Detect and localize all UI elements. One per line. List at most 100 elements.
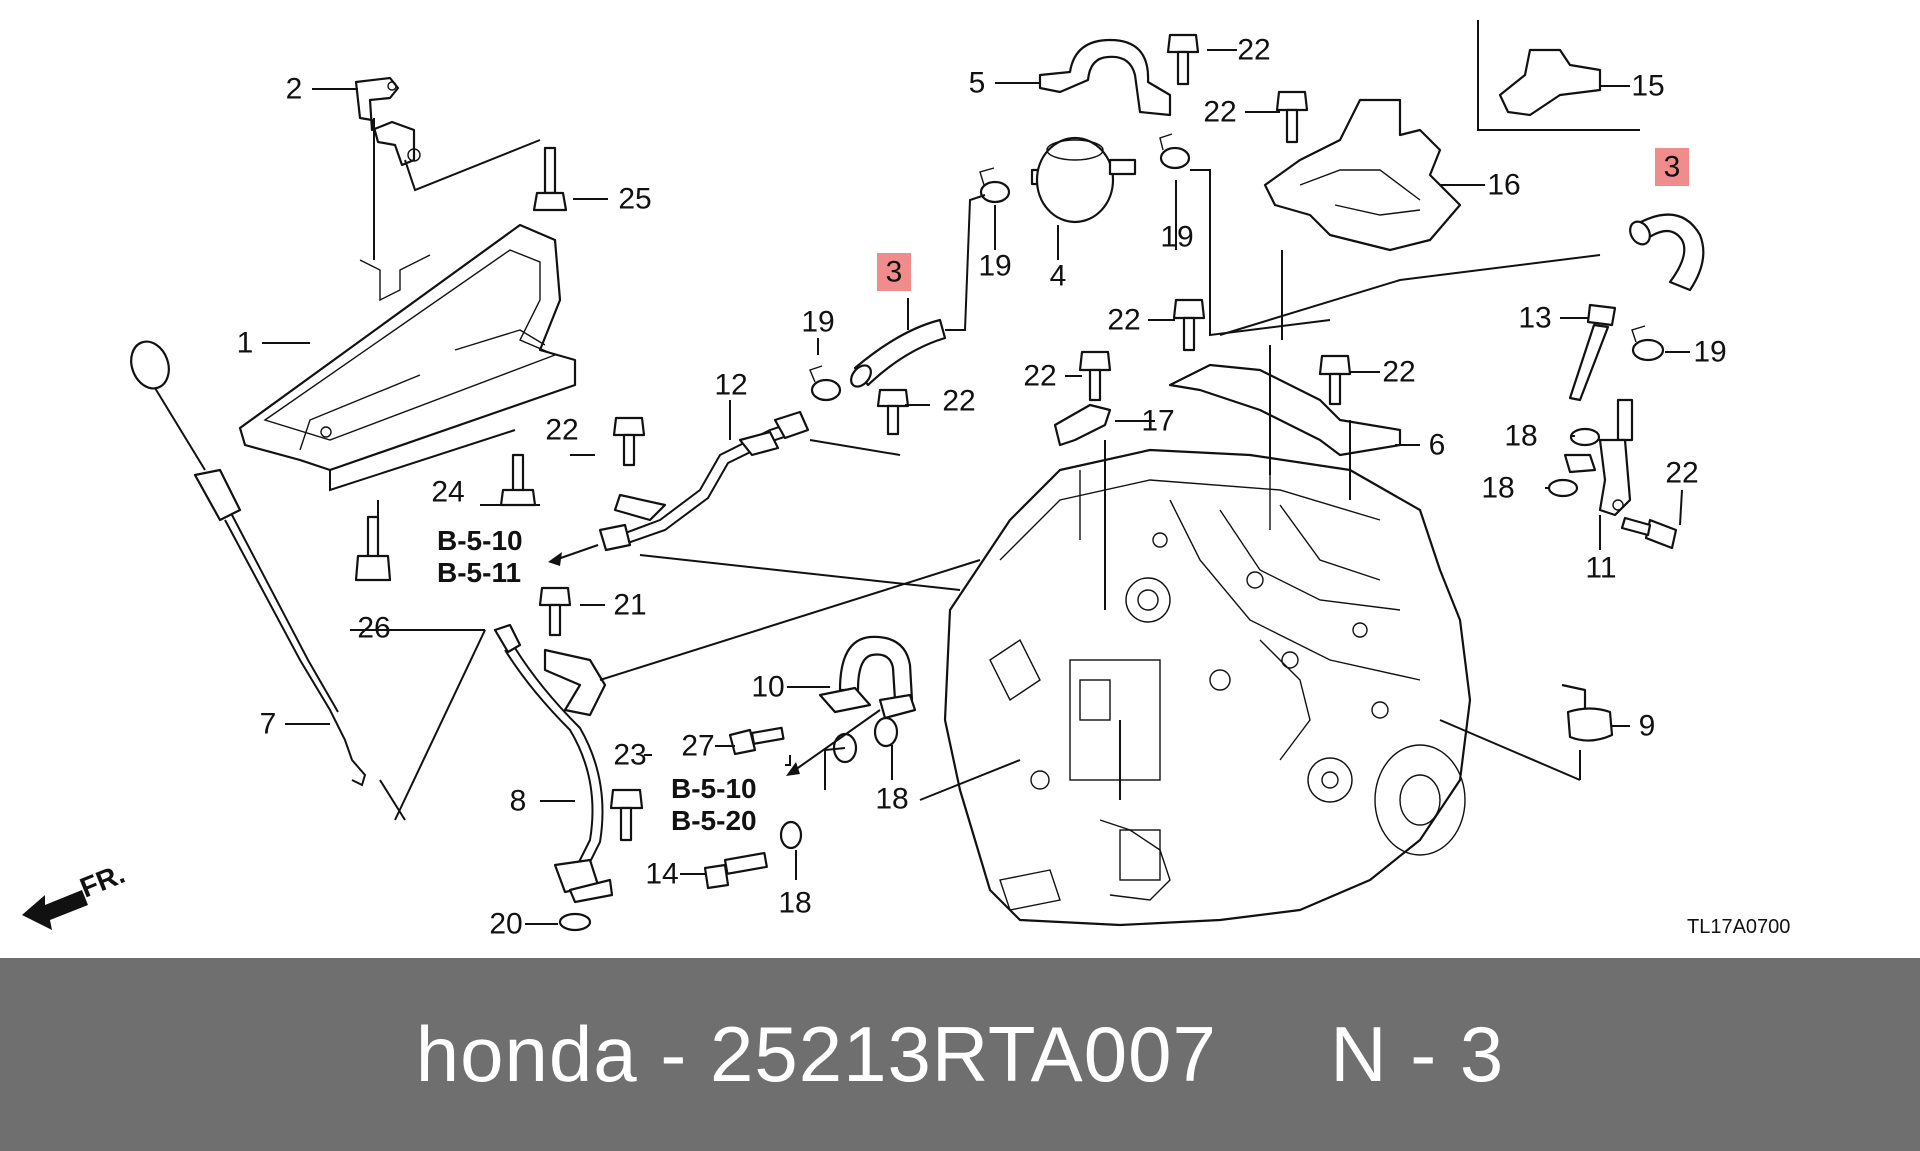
callout-c3b: 3 <box>1664 151 1681 184</box>
drawing-code: TL17A0700 <box>1687 916 1790 938</box>
part-11-bracket-drawing <box>1598 398 1634 517</box>
callout-c19b: 19 <box>978 250 1011 283</box>
callout-c19c: 19 <box>1160 221 1193 254</box>
part-22h-bolt-drawing <box>1620 516 1678 550</box>
callout-c14: 14 <box>645 858 678 891</box>
part-3a-hose-drawing <box>850 318 947 388</box>
part-8-tube-drawing <box>493 623 614 904</box>
callout-c2: 2 <box>286 73 303 106</box>
callout-c19d: 19 <box>1693 336 1726 369</box>
callout-c18a: 18 <box>875 783 908 816</box>
section-ref-r1-line-0: B-5-10 <box>437 525 523 556</box>
diagram-canvas: FR. 123345678910111213141516171818181819… <box>22 20 1790 941</box>
callout-c22d: 22 <box>1023 360 1056 393</box>
part-callouts: 1233456789101112131415161718181818191919… <box>237 34 1727 941</box>
part-1-cover-drawing <box>238 223 577 472</box>
callout-c21: 21 <box>613 589 646 622</box>
part-21-bolt-drawing <box>538 586 607 717</box>
footer-bar: honda - 25213RTA007 N - 3 <box>0 958 1920 1151</box>
callout-c24: 24 <box>431 476 464 509</box>
callout-c8: 8 <box>510 785 527 818</box>
part-4-filter-drawing <box>1030 136 1137 224</box>
callout-c22g: 22 <box>545 414 578 447</box>
leader-lines <box>262 49 1690 925</box>
callout-c6: 6 <box>1429 429 1446 462</box>
callout-c23: 23 <box>613 739 646 772</box>
callout-c9: 9 <box>1639 710 1656 743</box>
part-20-washer-drawing <box>558 912 592 932</box>
part-6-bracket-drawing <box>1168 363 1402 457</box>
highlight-boxes <box>877 148 1689 291</box>
part-12-pipe-drawing <box>598 410 810 552</box>
front-direction-arrow: FR. <box>22 858 129 930</box>
callout-c7: 7 <box>260 708 277 741</box>
callout-c18d: 18 <box>1481 472 1514 505</box>
callout-c10: 10 <box>751 671 784 704</box>
callout-c4: 4 <box>1050 260 1067 293</box>
part-14-bolt-drawing <box>703 851 768 890</box>
callout-c22a: 22 <box>1237 34 1270 67</box>
section-ref-r2-line-1: B-5-20 <box>671 805 757 836</box>
part-18e-washer-drawing <box>1563 453 1597 474</box>
part-19a-clip-drawing <box>809 365 842 402</box>
callout-highlight-c3b <box>1655 148 1689 186</box>
callout-c11: 11 <box>1585 552 1616 585</box>
callout-c12: 12 <box>714 369 747 402</box>
part-22d-bolt-drawing <box>1078 350 1112 402</box>
part-19c-clip-drawing <box>1159 133 1191 170</box>
part-24-bolt-drawing <box>499 453 537 507</box>
part-22b-bolt-drawing <box>1275 90 1309 144</box>
callout-c22e: 22 <box>1382 356 1415 389</box>
part-22e-bolt-drawing <box>1318 354 1352 406</box>
callout-c19a: 19 <box>801 306 834 339</box>
part-15-inset-drawing <box>1477 20 1640 131</box>
part-27-bolt-drawing <box>728 726 785 756</box>
callout-c20: 20 <box>489 908 522 941</box>
part-2-bracket-drawing <box>354 76 421 167</box>
part-3b-hose-drawing <box>1629 213 1705 292</box>
callout-c15: 15 <box>1631 70 1664 103</box>
footer-title: honda - 25213RTA007 N - 3 <box>415 1010 1505 1098</box>
section-ref-r1-line-1: B-5-11 <box>437 557 521 588</box>
callout-c25: 25 <box>618 183 651 216</box>
part-22g-bolt-drawing <box>612 416 646 467</box>
callout-c1: 1 <box>237 327 254 360</box>
part-22f-bolt-drawing <box>876 388 910 436</box>
part-19b-clip-drawing <box>979 167 1011 204</box>
transmission-case-drawing <box>943 448 1472 927</box>
callout-highlight-c3a <box>877 253 911 291</box>
part-7-dipstick-drawing <box>130 340 367 787</box>
section-references: B-5-10B-5-11B-5-10B-5-20 <box>437 525 757 836</box>
part-5-strap-drawing <box>1038 38 1172 117</box>
callout-c18c: 18 <box>1504 420 1537 453</box>
callout-c22b: 22 <box>1203 96 1236 129</box>
callout-c17: 17 <box>1141 405 1174 438</box>
part-18c-washer-drawing <box>1569 427 1601 447</box>
part-23-bolt-drawing <box>609 788 644 842</box>
callout-c3a: 3 <box>886 256 903 289</box>
front-direction-label: FR. <box>76 858 129 904</box>
part-9-breather-drawing <box>1561 683 1614 742</box>
callout-c27: 27 <box>681 730 714 763</box>
part-19d-clip-drawing <box>1631 325 1665 362</box>
part-18d-washer-drawing <box>1547 478 1579 498</box>
callout-c22h: 22 <box>1665 457 1698 490</box>
callout-c22c: 22 <box>1107 304 1140 337</box>
callout-c18b: 18 <box>778 887 811 920</box>
callout-c13: 13 <box>1518 302 1551 335</box>
callout-c22f: 22 <box>942 385 975 418</box>
part-17-bracket-drawing <box>1053 403 1112 447</box>
part-10-hose-drawing <box>818 635 917 720</box>
callout-c26: 26 <box>357 612 390 645</box>
part-25-bolt-drawing <box>532 146 568 212</box>
part-18b-washer-drawing <box>779 820 803 850</box>
callout-c16: 16 <box>1487 169 1520 202</box>
callout-c5: 5 <box>969 67 986 100</box>
part-16-bracket-drawing <box>1263 98 1462 252</box>
part-13-bolt-drawing <box>1568 303 1617 402</box>
part-22c-bolt-drawing <box>1172 298 1206 352</box>
part-22a-bolt-drawing <box>1166 33 1200 86</box>
section-ref-r2-line-0: B-5-10 <box>671 773 757 804</box>
part-26-bolt-drawing <box>354 515 392 582</box>
